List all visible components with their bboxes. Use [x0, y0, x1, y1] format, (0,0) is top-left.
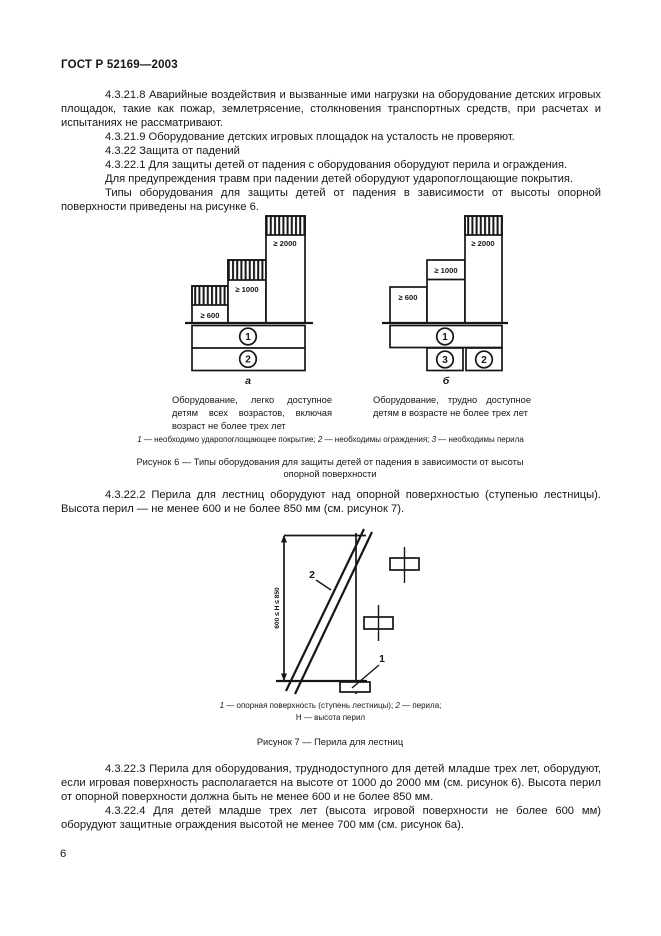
page-number: 6: [60, 848, 67, 860]
fig6a-bar-600-label: ≥ 600: [201, 311, 220, 320]
paragraph-4-3-22-3: 4.3.22.3 Перила для оборудования, трудно…: [61, 763, 601, 803]
figure7-legend-text-2: — перила;: [399, 701, 442, 710]
fig7-handrail-line-1: [285, 528, 365, 692]
fig6a-bar-1000-label: ≥ 1000: [235, 285, 258, 294]
fig6b-bar-1000-label: ≥ 1000: [434, 266, 457, 275]
fig7-callout-surface: 1: [379, 653, 385, 665]
fig6a-bar-2000-label: ≥ 2000: [273, 239, 296, 248]
fig6b-zone2-circle: [474, 350, 494, 369]
fig6a-bar-600-hatch: [191, 285, 229, 306]
figure7-legend-num-1: 1: [219, 701, 225, 710]
fig6a-zone1-circle: [238, 327, 258, 346]
fig6a-bar-2000-hatch: [265, 215, 306, 236]
figure6-legend: 1 — необходимо ударопоглощающее покрытие…: [0, 434, 661, 446]
fig6b-zone1-number: 1: [442, 332, 448, 343]
figure7-legend-num-2: 2: [395, 701, 400, 710]
paragraph-4-3-22-4: 4.3.22.4 Для детей младше трех лет (высо…: [61, 805, 601, 831]
text-block-middle: 4.3.22.2 Перила для лестниц оборудуют на…: [61, 488, 601, 516]
figure6-legend-num-1: 1: [137, 435, 142, 444]
text-block-top: 4.3.21.8 Аварийные воздействия и вызванн…: [61, 88, 601, 214]
fig7-callout-rail-leader: [315, 579, 332, 591]
fig6b-zone3-number: 3: [442, 355, 448, 366]
fig6b-bars: ≥ 600 ≥ 1000 ≥ 2000: [389, 215, 503, 324]
paragraph-equipment-types: Типы оборудования для защиты детей от па…: [61, 187, 601, 213]
figure7-legend-line1: 1 — опорная поверхность (ступень лестниц…: [0, 700, 661, 712]
figure6-legend-num-3: 3: [431, 435, 437, 444]
fig7-dimension: 600 ≤ Н ≤ 850: [274, 535, 287, 681]
fig7-dim-arrow-bottom: [281, 673, 287, 681]
fig7-callout-rail: 2: [309, 569, 315, 581]
fig6b-zone1-circle: [435, 327, 455, 346]
figure7-legend: 1 — опорная поверхность (ступень лестниц…: [0, 700, 661, 724]
fig6a-bars: ≥ 600 ≥ 1000 ≥ 2000: [191, 215, 306, 324]
figure6a-caption: Оборудование, легко доступное детям всех…: [172, 395, 332, 431]
text-block-bottom: 4.3.22.3 Перила для оборудования, трудно…: [61, 762, 601, 832]
fig6a-zone2-number: 2: [245, 355, 251, 366]
fig6a-zone1-number: 1: [245, 332, 251, 343]
fig6b-zone3-box: [426, 347, 464, 372]
fig7-dim-label: 600 ≤ Н ≤ 850: [274, 587, 281, 629]
fig7-steps: [339, 547, 420, 693]
figure6-legend-text-2: — необходимы ограждения;: [322, 435, 432, 444]
paragraph-shock-absorbing: Для предупреждения травм при падении дет…: [105, 173, 574, 185]
fig7-callouts: 2 1: [309, 569, 385, 689]
fig6b-bar-1000: [426, 259, 466, 324]
figure6-legend-text-1: — необходимо ударопоглощающее покрытие;: [141, 435, 318, 444]
paragraph-4-3-22-1: 4.3.22.1 Для защиты детей от падения с о…: [105, 159, 568, 171]
fig6a-zone-bands: 1 2: [191, 324, 306, 372]
figure6b-drawing: ≥ 600 ≥ 1000 ≥ 2000 1 3 2 б: [382, 215, 508, 387]
fig7-callout-surface-leader: [351, 664, 380, 689]
figure7-title: Рисунок 7 — Перила для лестниц: [256, 737, 404, 747]
fig6a-sublabel: а: [245, 375, 251, 387]
figure6-title: Рисунок 6 — Типы оборудования для защиты…: [136, 457, 524, 479]
fig6b-zone-bands: 1 3 2: [389, 324, 503, 372]
fig6b-bar-2000-label: ≥ 2000: [471, 239, 494, 248]
figure7-legend-text-1: — опорная поверхность (ступень лестницы)…: [224, 701, 396, 710]
fig6b-zone3-circle: [435, 350, 455, 369]
figure7-legend-line2: Н — высота перил: [295, 713, 366, 722]
paragraph-4-3-21-8: 4.3.21.8 Аварийные воздействия и вызванн…: [61, 89, 601, 129]
fig6b-zone2-box: [465, 347, 503, 372]
figure6a-drawing: ≥ 600 ≥ 1000 ≥ 2000 1 2 а: [185, 215, 313, 387]
figure6b-caption: Оборудование, трудно доступное детям в в…: [373, 395, 531, 418]
paragraph-4-3-21-9: 4.3.21.9 Оборудование детских игровых пл…: [105, 131, 515, 143]
figure6-legend-text-3: — необходимы перила: [436, 435, 524, 444]
fig6a-zone2-circle: [238, 349, 258, 369]
fig7-handrail-line-2: [294, 531, 373, 695]
paragraph-4-3-22: 4.3.22 Защита от падений: [105, 145, 240, 157]
fig7-bottom-step: [339, 681, 371, 693]
fig7-dim-arrow-top: [281, 535, 287, 543]
doc-header: ГОСТ Р 52169—2003: [61, 59, 178, 71]
fig6b-bar-600-label: ≥ 600: [399, 293, 418, 302]
paragraph-4-3-22-2: 4.3.22.2 Перила для лестниц оборудуют на…: [61, 489, 601, 515]
fig6a-bar-1000-hatch: [227, 259, 267, 281]
figure6-legend-num-2: 2: [317, 435, 323, 444]
figure7-drawing: 600 ≤ Н ≤ 850 2 1: [274, 528, 420, 695]
fig6b-bar-2000-hatch: [464, 215, 503, 236]
fig6b-sublabel: б: [443, 375, 450, 387]
fig6b-zone2-number: 2: [481, 355, 487, 366]
fig7-handrail: [285, 528, 373, 695]
